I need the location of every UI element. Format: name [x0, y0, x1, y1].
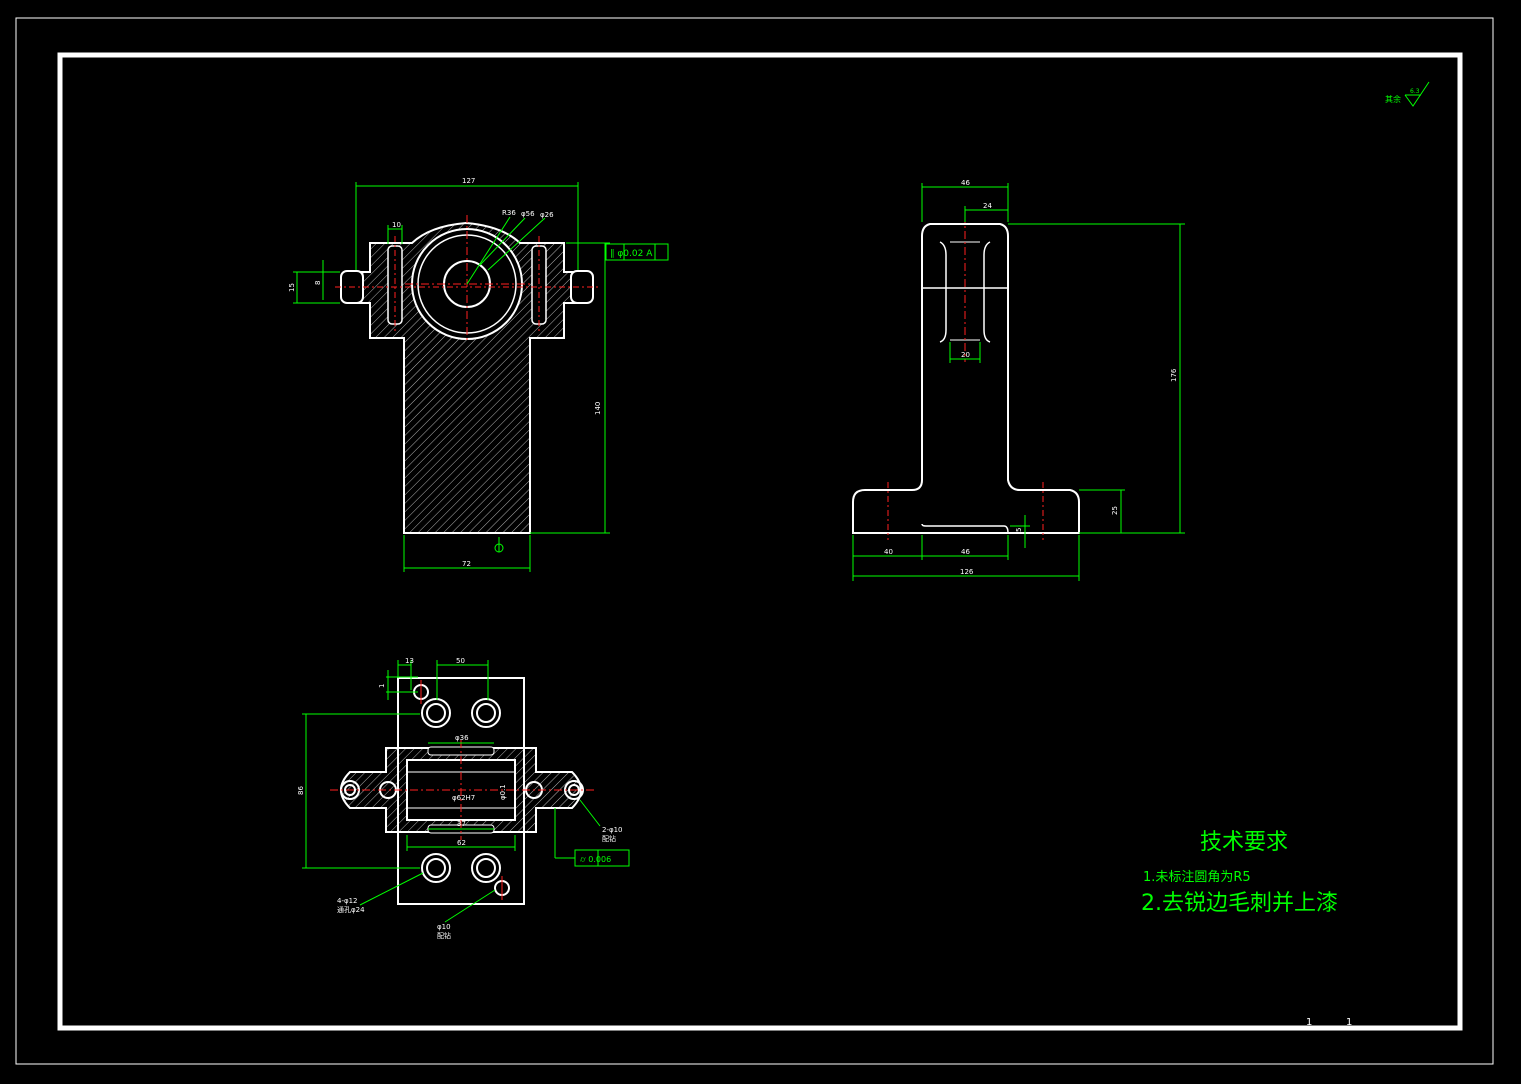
- side-view: 46 24 20 176 25 5 40 46 126: [852, 179, 1185, 581]
- dim-top-50: 50: [456, 657, 465, 665]
- hole-2-note: 配钻: [602, 834, 616, 843]
- scale-left: 1: [1306, 1017, 1312, 1028]
- dim-front-height: 140: [594, 402, 602, 415]
- hole-d10: φ10: [437, 923, 451, 931]
- dim-top-62h7: φ62H7: [452, 794, 475, 802]
- front-body-outline: [355, 221, 579, 534]
- hole-d10-note: 配钻: [437, 931, 451, 940]
- dim-front-width-bottom: 72: [462, 560, 471, 568]
- dim-15: 15: [288, 283, 296, 292]
- tech-item-1: 1.未标注圆角为R5: [1143, 870, 1251, 885]
- surface-prefix: 其余: [1385, 94, 1401, 104]
- dim-front-width-top: 127: [462, 177, 475, 185]
- dim-10: 10: [392, 221, 401, 229]
- tech-item-2: 2.去锐边毛刺并上漆: [1141, 891, 1338, 916]
- side-body-outline: [852, 223, 1080, 534]
- hole-4-note: 通孔φ24: [337, 905, 365, 914]
- hole-2-d10: 2-φ10: [602, 826, 623, 834]
- surface-value: 6.3: [1410, 88, 1420, 95]
- dim-side-20: 20: [961, 351, 970, 359]
- dim-8: 8: [314, 281, 322, 285]
- dim-side-126: 126: [960, 568, 974, 576]
- dim-side-40: 40: [884, 548, 893, 556]
- dim-top-36: φ36: [455, 734, 469, 742]
- dim-d56: φ56: [521, 210, 535, 218]
- front-view: 127 140 72 R36 φ56 φ26 10 15 8 ∥ φ0.02 A: [288, 177, 669, 572]
- dim-side-5: 5: [1015, 528, 1023, 532]
- tech-requirements: 技术要求 1.未标注圆角为R5 2.去锐边毛刺并上漆: [1141, 830, 1338, 916]
- dim-top-h: 86: [297, 786, 305, 795]
- top-tol-frame: ⌭ 0.006: [580, 855, 611, 864]
- dim-side-46-bottom: 46: [961, 548, 970, 556]
- surface-finish-mark: 其余 6.3: [1385, 81, 1430, 107]
- dim-side-25: 25: [1111, 506, 1119, 515]
- inner-border: [57, 52, 1463, 1031]
- dim-side-176: 176: [1170, 368, 1178, 382]
- front-tol-frame: ∥ φ0.02 A: [610, 249, 653, 259]
- outer-border: [15, 17, 1494, 1065]
- dim-side-46-top: 46: [961, 179, 970, 187]
- scale-right: 1: [1346, 1017, 1352, 1028]
- dim-r36: R36: [502, 209, 516, 217]
- dim-d26: φ26: [540, 211, 554, 219]
- dim-top-62: 62: [457, 839, 466, 847]
- dim-side-24: 24: [983, 202, 992, 210]
- dim-top-datum: φ0.1: [499, 784, 507, 800]
- dim-top-13: 13: [405, 657, 414, 665]
- top-view: 13 50 1 φ36 86 φ62H7 37 62 φ0.1 2-φ10 配钻…: [297, 657, 630, 940]
- hole-4-d12: 4-φ12: [337, 897, 358, 905]
- tech-title: 技术要求: [1200, 830, 1288, 855]
- dim-top-1: 1: [378, 684, 386, 688]
- dim-top-37: 37: [457, 820, 466, 828]
